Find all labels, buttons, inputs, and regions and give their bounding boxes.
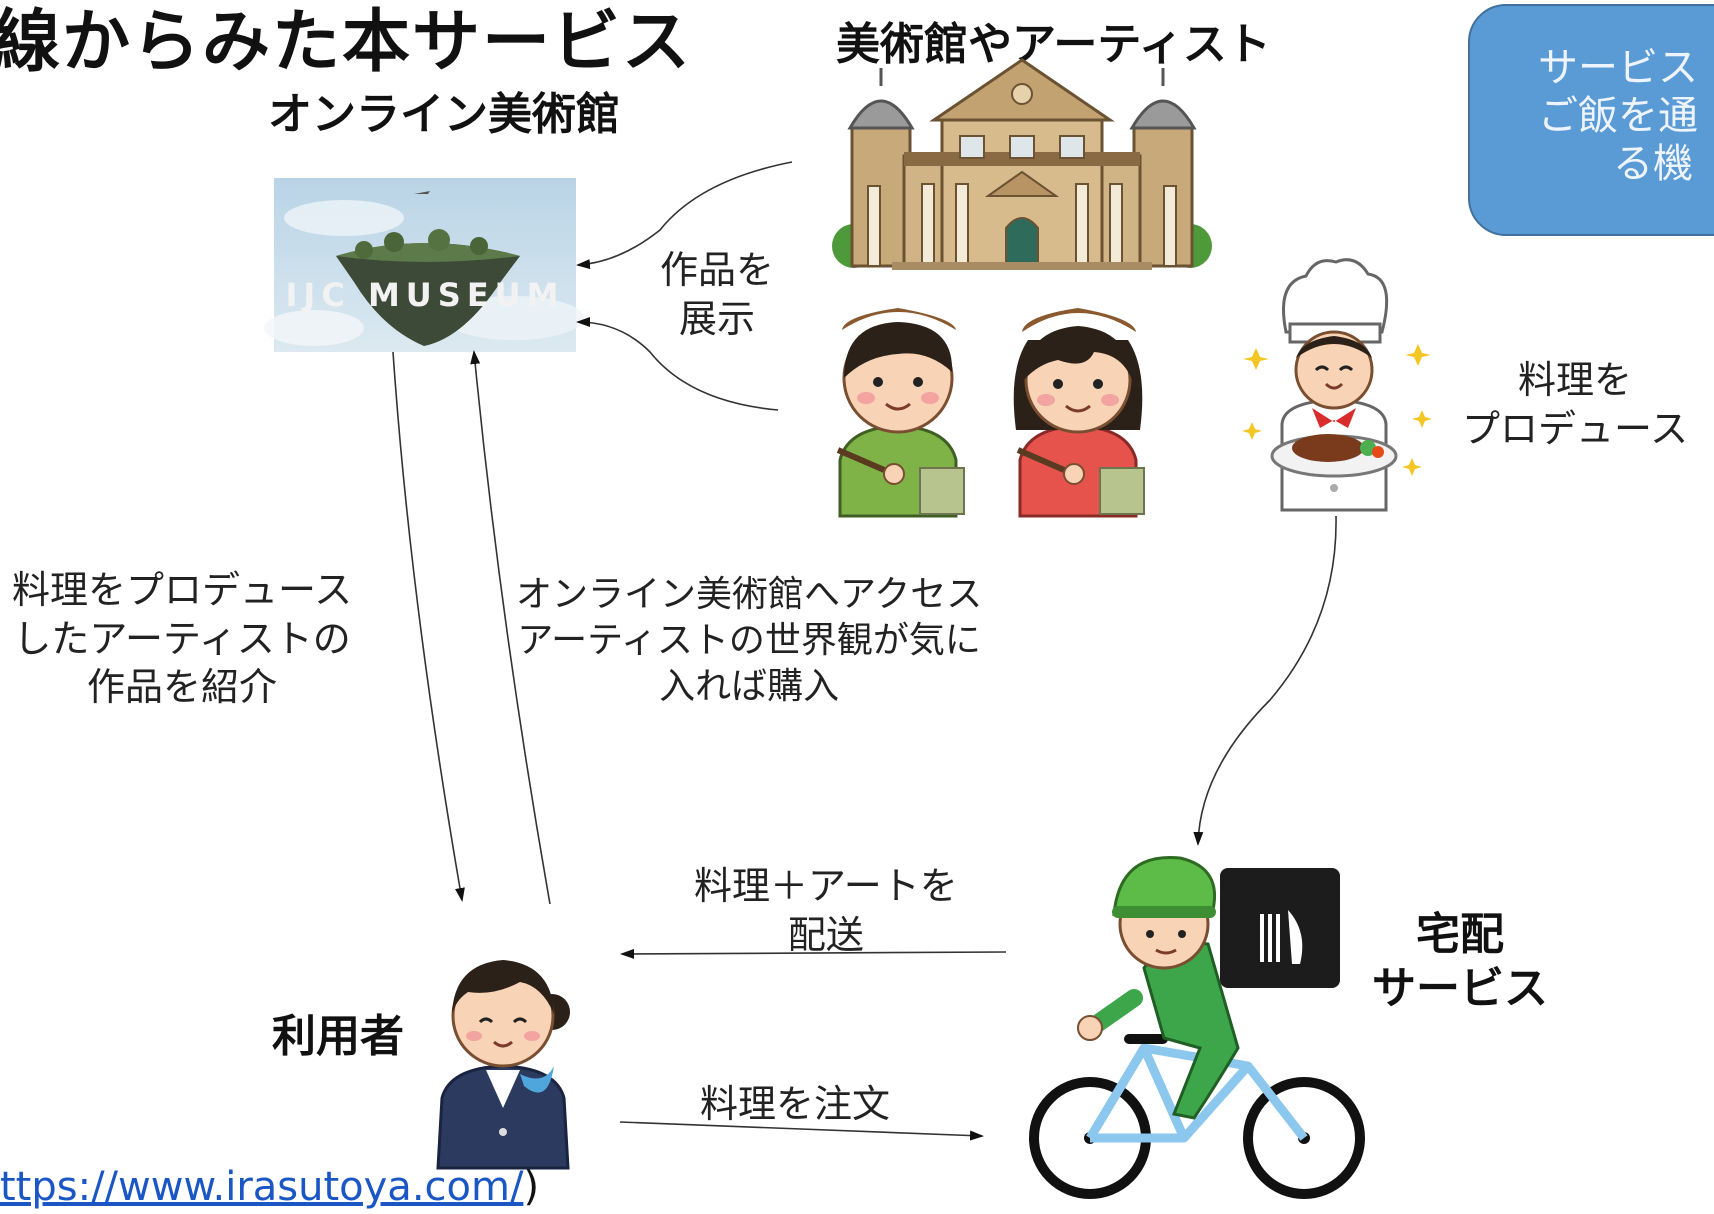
arrow-user-to-delivery: [619, 1121, 984, 1141]
callout-line-1: サービス: [1538, 45, 1698, 91]
callout-line-2: ご飯を通: [1538, 93, 1698, 139]
deliver-food-art-label: 料理＋アートを 配送: [694, 864, 958, 957]
order-food-label: 料理を注文: [700, 1082, 891, 1126]
online-museum-heading: オンライン美術館: [268, 89, 620, 140]
introduce-works-label: 料理をプロデュース したアーティストの 作品を紹介: [12, 568, 353, 710]
display-works-label: 作品を 展示: [660, 248, 775, 341]
user-customer-icon: [436, 960, 570, 1170]
page-title: 線からみた本サービス: [0, 3, 693, 82]
delivery-cyclist-icon: [1029, 855, 1365, 1199]
online-museum-image: IJC MUSEUM: [264, 178, 584, 352]
user-label: 利用者: [272, 1011, 404, 1062]
source-close-paren: ): [523, 1164, 540, 1210]
produce-food-label: 料理を プロデュース: [1462, 358, 1689, 451]
arrow-delivery-to-user: [620, 948, 1007, 959]
arrow-chef-to-delivery: [1193, 515, 1337, 846]
museum-building-icon: [832, 58, 1212, 270]
irasutoya-link[interactable]: ttps://www.irasutoya.com/: [0, 1164, 524, 1210]
callout-line-3: る機: [1613, 141, 1693, 187]
chef-icon: [1242, 258, 1432, 512]
arrow-online-to-user: [392, 351, 465, 902]
artist-girl-icon: [1013, 308, 1145, 518]
museum-artist-heading: 美術館やアーティスト: [836, 19, 1271, 70]
source-credit: ttps://www.irasutoya.com/): [0, 1164, 539, 1210]
artist-boy-icon: [836, 308, 965, 518]
arrow-user-to-online: [470, 350, 551, 905]
arrow-artists-to-online: [576, 317, 779, 411]
delivery-service-label: 宅配 サービス: [1372, 909, 1548, 1014]
service-callout-box: サービス ご飯を通 る機: [1468, 4, 1714, 236]
arrow-museum-to-online: [576, 161, 793, 270]
museum-logo-text: IJC MUSEUM: [286, 276, 565, 314]
access-purchase-label: オンライン美術館へアクセス アーティストの世界観が気に 入れば購入: [516, 574, 983, 708]
